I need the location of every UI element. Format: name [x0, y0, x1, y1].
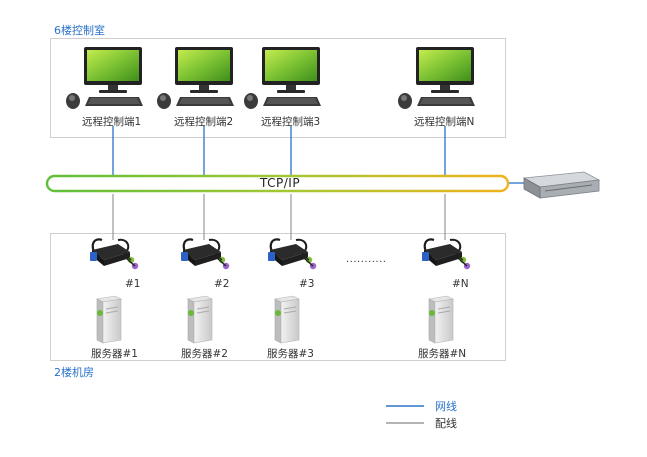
server-room-title: 2楼机房 — [54, 366, 94, 379]
tcpip-label: TCP/IP — [260, 176, 301, 190]
terminal-label-n: 远程控制端N — [414, 116, 475, 128]
terminal-label-1: 远程控制端1 — [82, 116, 142, 128]
control-room-title: 6楼控制室 — [54, 24, 105, 37]
kvm-label-1: #1 — [125, 278, 141, 290]
terminal-label-2: 远程控制端2 — [174, 116, 234, 128]
server-label-2: 服务器#2 — [181, 348, 228, 360]
kvm-label-n: #N — [452, 278, 469, 290]
ellipsis-dots: ........... — [346, 254, 387, 265]
terminal-label-3: 远程控制端3 — [261, 116, 321, 128]
kvm-module-icon-1 — [88, 238, 140, 271]
kvm-module-icon-n — [420, 238, 472, 271]
server-icon-3 — [274, 295, 300, 344]
server-label-1: 服务器#1 — [91, 348, 138, 360]
kvm-module-icon-3 — [266, 238, 318, 271]
legend-patch-label: 配线 — [435, 417, 457, 430]
server-label-n: 服务器#N — [418, 348, 467, 360]
kvm-module-icon-2 — [179, 238, 231, 271]
legend-network-label: 网线 — [435, 400, 457, 413]
server-label-3: 服务器#3 — [267, 348, 314, 360]
server-icon-2 — [187, 295, 213, 344]
tcpip-bus — [45, 174, 510, 193]
kvm-label-2: #2 — [214, 278, 230, 290]
server-icon-1 — [96, 295, 122, 344]
server-icon-n — [428, 295, 454, 344]
kvm-label-3: #3 — [299, 278, 315, 290]
